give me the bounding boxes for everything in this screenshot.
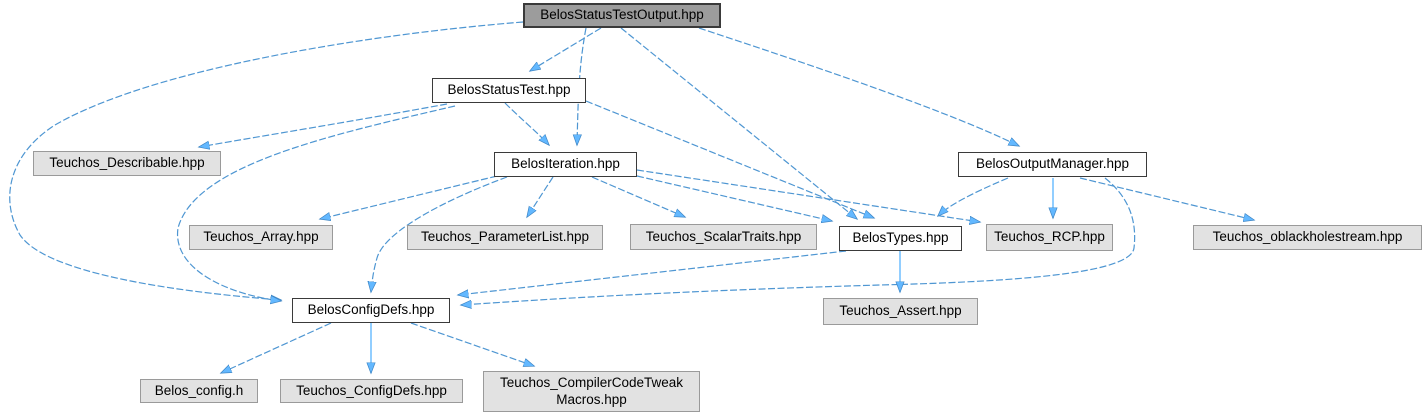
node-teuchos-config-defs: Teuchos_ConfigDefs.hpp bbox=[280, 379, 463, 403]
edge-outputmanager-to-belostypes bbox=[938, 177, 1009, 216]
edge-iteration-to-belostypes bbox=[636, 175, 832, 221]
edge-iteration-to-rcp bbox=[636, 169, 980, 222]
edge-iteration-to-parameterlist bbox=[527, 176, 554, 217]
edge-statustestoutput-to-belostypes bbox=[620, 27, 857, 219]
edge-belosconfigdefs-to-compilercodetweakmacros bbox=[410, 322, 534, 366]
node-teuchos-oblackholestream: Teuchos_oblackholestream.hpp bbox=[1193, 225, 1422, 250]
node-teuchos-rcp: Teuchos_RCP.hpp bbox=[986, 224, 1113, 251]
node-teuchos-array: Teuchos_Array.hpp bbox=[189, 225, 333, 250]
edge-statustestoutput-to-outputmanager bbox=[698, 27, 1019, 146]
node-belos-status-test-output: BelosStatusTestOutput.hpp bbox=[523, 3, 721, 28]
edge-statustest-to-describable bbox=[199, 103, 448, 147]
edge-statustest-to-iteration bbox=[504, 102, 549, 145]
edge-iteration-to-array bbox=[320, 175, 498, 219]
node-teuchos-scalar-traits: Teuchos_ScalarTraits.hpp bbox=[630, 224, 817, 250]
node-teuchos-parameter-list: Teuchos_ParameterList.hpp bbox=[407, 225, 603, 250]
node-belos-status-test[interactable]: BelosStatusTest.hpp bbox=[432, 78, 586, 103]
edge-iteration-to-belosconfigdefs bbox=[371, 176, 508, 292]
edge-statustest-to-belosconfigdefs bbox=[177, 105, 456, 301]
edge-belosconfigdefs-to-belosconfig bbox=[221, 322, 332, 373]
edge-statustestoutput-to-belosconfigdefs bbox=[9, 21, 524, 300]
node-belos-output-manager[interactable]: BelosOutputManager.hpp bbox=[958, 152, 1147, 177]
node-teuchos-describable: Teuchos_Describable.hpp bbox=[33, 151, 221, 176]
node-belos-config-h: Belos_config.h bbox=[140, 379, 258, 403]
edge-outputmanager-to-oblackholestream bbox=[1079, 177, 1254, 220]
edge-iteration-to-scalartraits bbox=[591, 176, 685, 217]
node-teuchos-compiler-code-tweak-macros: Teuchos_CompilerCodeTweak Macros.hpp bbox=[483, 371, 700, 412]
edge-outputmanager-to-belosconfigdefs bbox=[461, 177, 1136, 305]
edge-statustestoutput-to-statustest bbox=[530, 27, 602, 71]
node-belos-config-defs[interactable]: BelosConfigDefs.hpp bbox=[292, 298, 450, 323]
node-belos-types[interactable]: BelosTypes.hpp bbox=[839, 226, 962, 251]
node-teuchos-assert: Teuchos_Assert.hpp bbox=[823, 298, 978, 325]
node-belos-iteration[interactable]: BelosIteration.hpp bbox=[494, 152, 637, 177]
edge-belostypes-to-belosconfigdefs bbox=[458, 250, 847, 295]
